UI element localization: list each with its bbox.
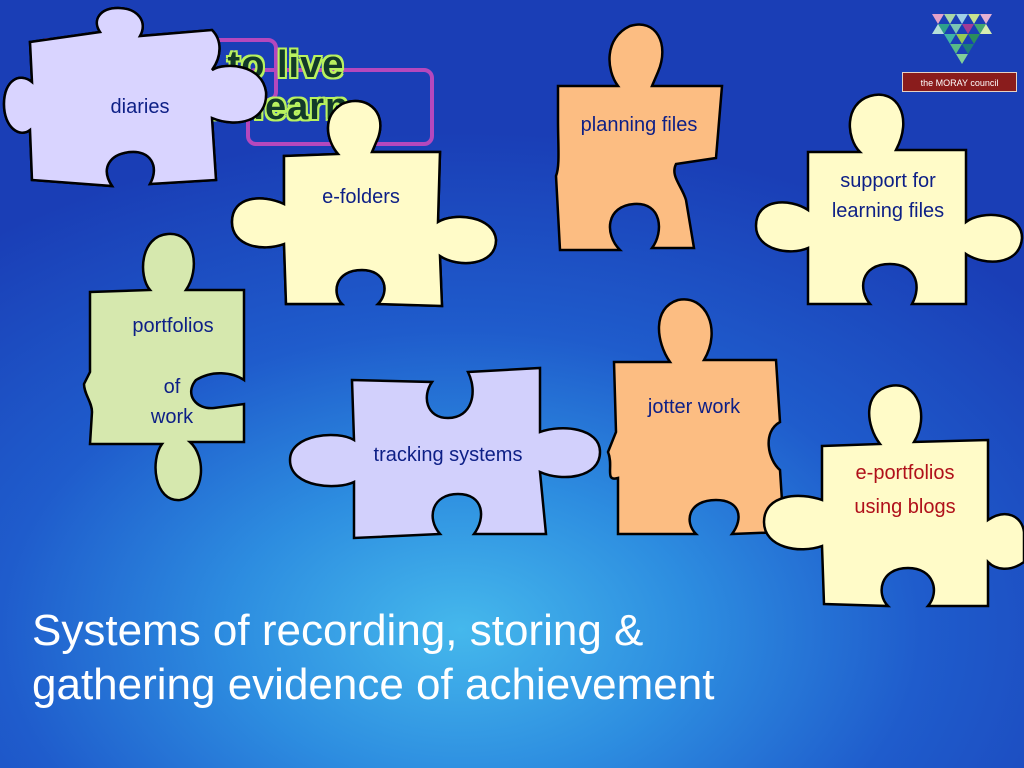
- piece-diaries-front: [2, 6, 268, 188]
- label-portfolios-3: work: [150, 406, 194, 428]
- label-efolders: e-folders: [322, 186, 400, 208]
- piece-support: [754, 93, 1024, 306]
- moray-council-logo: the MORAY council: [902, 10, 1017, 95]
- title-line-2: gathering evidence of achievement: [32, 660, 715, 710]
- label-eportfolios-2: using blogs: [854, 496, 956, 518]
- label-support-2: learning files: [831, 200, 945, 222]
- label-planning: planning files: [580, 114, 698, 136]
- piece-tracking: [288, 366, 602, 540]
- piece-efolders-front: [230, 99, 498, 308]
- label-portfolios-2: of: [163, 376, 181, 398]
- label-eportfolios-1: e-portfolios: [855, 462, 955, 484]
- piece-jotter: [606, 298, 786, 536]
- label-diaries: diaries: [110, 96, 170, 118]
- piece-portfolios: [82, 232, 246, 502]
- title-line-1: Systems of recording, storing &: [32, 606, 644, 655]
- slide-title: Systems of recording, storing & gatherin…: [32, 604, 992, 712]
- label-tracking: tracking systems: [373, 444, 523, 466]
- label-support-1: support for: [840, 170, 936, 192]
- piece-eportfolios: [762, 384, 1024, 608]
- piece-planning: [554, 23, 724, 252]
- label-jotter: jotter work: [647, 396, 741, 418]
- label-portfolios-1: portfolios: [132, 315, 214, 337]
- logo-triangles-icon: [932, 14, 992, 64]
- council-name-bar: the MORAY council: [902, 72, 1017, 92]
